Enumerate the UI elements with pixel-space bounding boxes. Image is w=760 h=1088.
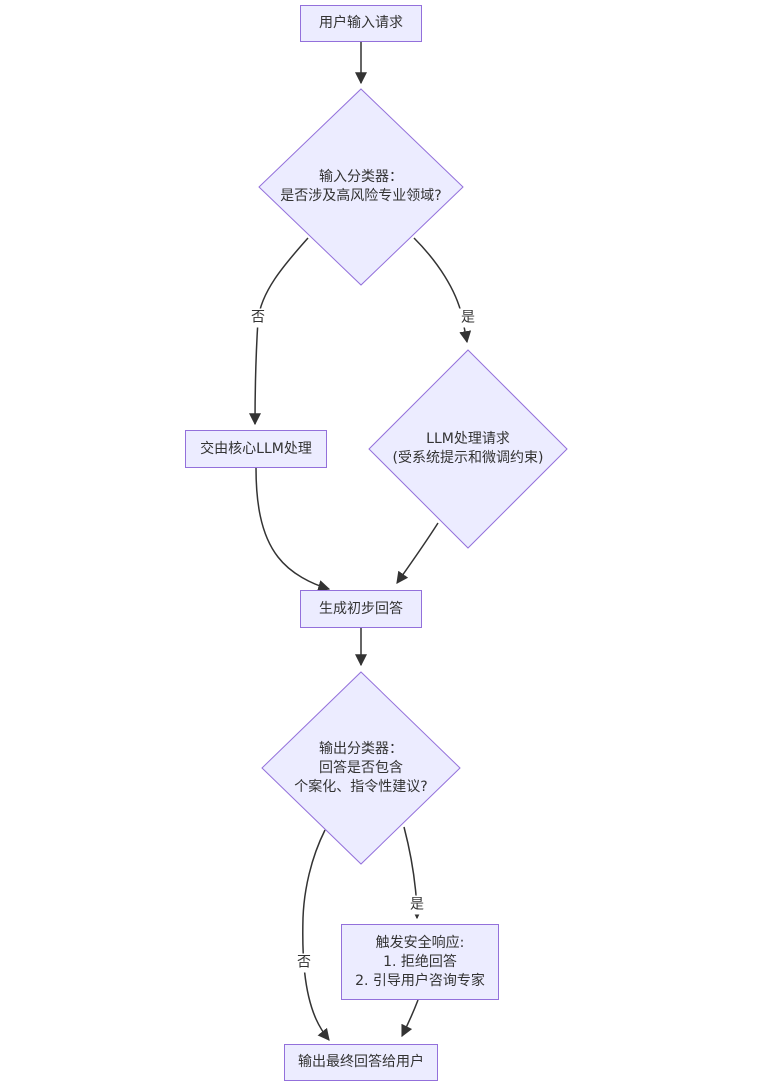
- node-final-answer-label: 输出最终回答给用户: [298, 1054, 424, 1070]
- node-core-llm: 交由核心LLM处理: [185, 430, 327, 468]
- node-core-llm-label: 交由核心LLM处理: [200, 440, 312, 457]
- node-final-answer: 输出最终回答给用户: [284, 1044, 438, 1081]
- node-safety-response: 触发安全响应: 1. 拒绝回答 2. 引导用户咨询专家: [341, 924, 499, 1000]
- decision-input-classifier: 输入分类器： 是否涉及高风险专业领域?: [258, 88, 464, 286]
- node-draft-answer: 生成初步回答: [300, 590, 422, 628]
- node-user-input-label: 用户输入请求: [319, 15, 403, 31]
- node-safety-response-label: 触发安全响应: 1. 拒绝回答 2. 引导用户咨询专家: [355, 934, 485, 989]
- diamond-shape: [368, 349, 568, 549]
- edge-label-no-2: 否: [294, 953, 314, 973]
- edge-label-yes-2: 是: [407, 895, 427, 915]
- edge-safety-response-to-final-answer: [401, 999, 419, 1038]
- decision-output-classifier: 输出分类器： 回答是否包含 个案化、指令性建议?: [261, 671, 461, 865]
- edge-core-llm-to-draft: [255, 467, 331, 592]
- node-constrained-llm-label: LLM处理请求 (受系统提示和微调约束): [392, 431, 544, 466]
- edge-label-yes-1: 是: [458, 308, 478, 328]
- node-user-input: 用户输入请求: [300, 5, 422, 42]
- node-constrained-llm: LLM处理请求 (受系统提示和微调约束): [368, 349, 568, 549]
- diamond-shape: [258, 88, 464, 286]
- edge-label-no-1: 否: [248, 308, 268, 328]
- node-draft-answer-label: 生成初步回答: [319, 600, 403, 617]
- decision-input-classifier-label: 输入分类器： 是否涉及高风险专业领域?: [280, 169, 442, 204]
- diamond-shape: [261, 671, 461, 865]
- decision-output-classifier-label: 输出分类器： 回答是否包含 个案化、指令性建议?: [294, 740, 428, 795]
